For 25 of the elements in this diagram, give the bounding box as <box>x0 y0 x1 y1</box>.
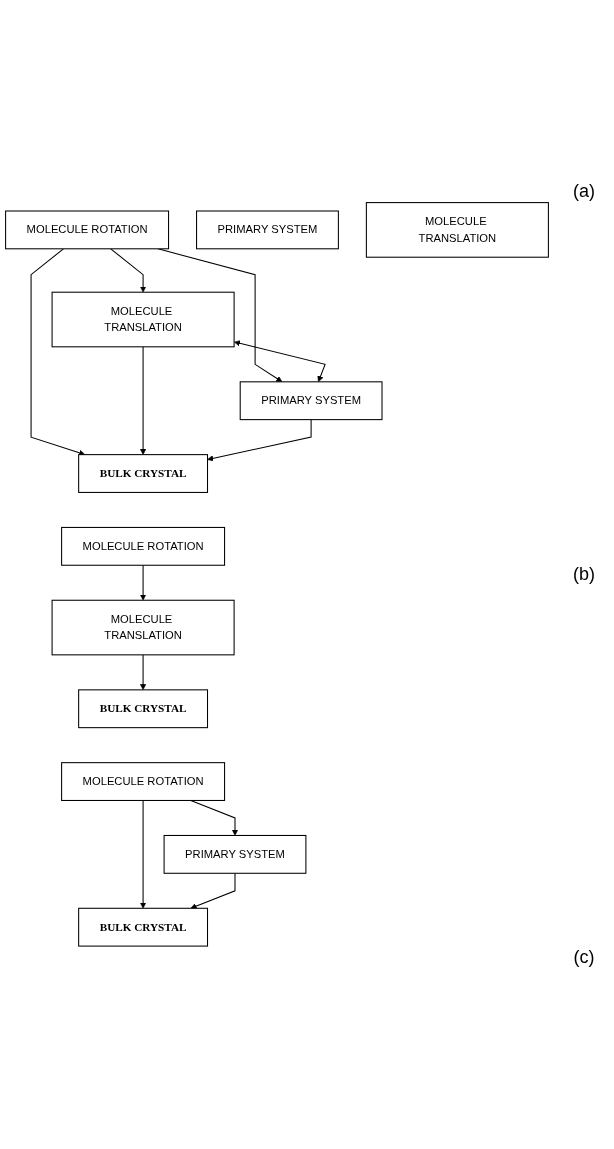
node-box: MOLECULE ROTATION <box>61 527 226 566</box>
node-box: MOLECULE TRANSLATION <box>365 202 549 258</box>
node-box: PRIMARY SYSTEM <box>196 210 339 250</box>
node-box: MOLECULE TRANSLATION <box>51 291 235 348</box>
arrow <box>190 800 239 836</box>
node-box: MOLECULE ROTATION <box>5 210 170 250</box>
arrow <box>140 800 147 909</box>
arrow <box>140 346 147 456</box>
node-box: BULK CRYSTAL <box>78 907 209 947</box>
arrow <box>234 340 326 383</box>
arrow <box>190 872 236 910</box>
node-box: BULK CRYSTAL <box>78 454 209 494</box>
arrow <box>30 248 86 456</box>
panel-label: (c) <box>573 947 595 968</box>
panel-label: (b) <box>573 564 595 585</box>
node-box: BULK CRYSTAL <box>78 689 209 729</box>
arrow <box>110 248 147 293</box>
panel-label: (a) <box>573 181 595 202</box>
arrow <box>140 564 147 601</box>
arrow <box>207 419 312 462</box>
node-box: MOLECULE ROTATION <box>61 762 226 802</box>
node-box: PRIMARY SYSTEM <box>239 381 383 421</box>
node-box: MOLECULE TRANSLATION <box>51 599 235 656</box>
node-box: PRIMARY SYSTEM <box>163 835 307 874</box>
arrow <box>140 654 147 691</box>
